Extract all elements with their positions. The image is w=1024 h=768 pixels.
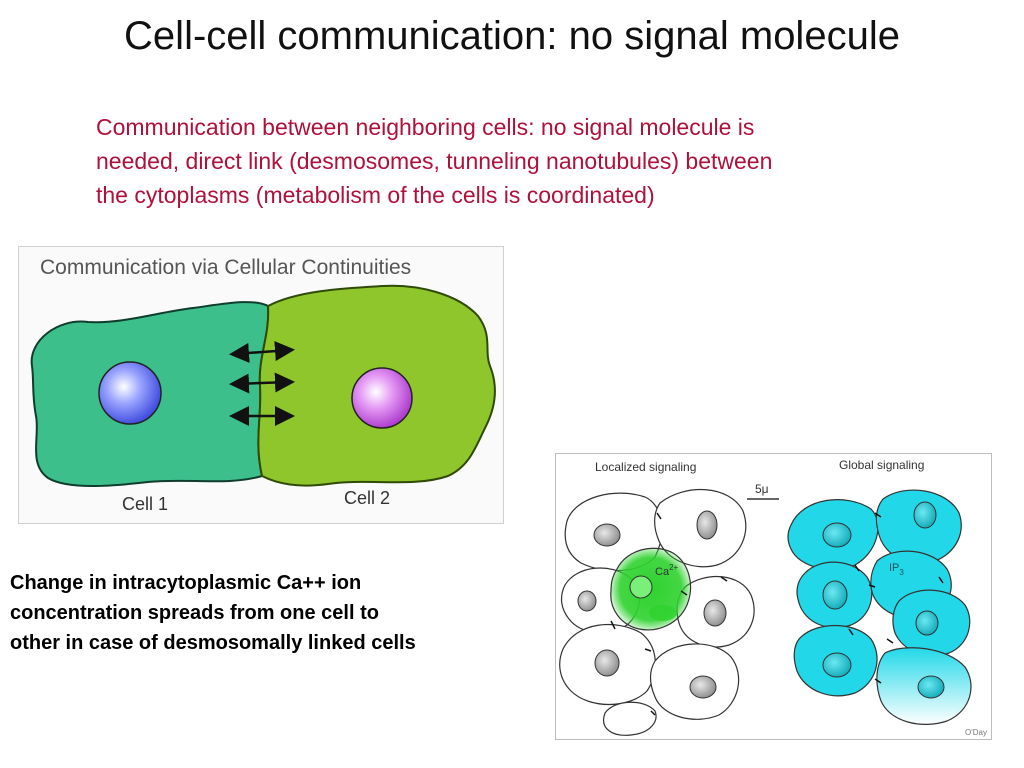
cell-nucleus — [689, 675, 717, 699]
figure-credit: O'Day — [965, 728, 987, 737]
desmosome-mark — [650, 710, 656, 716]
localized-signaling-heading: Localized signaling — [595, 460, 696, 474]
left-nuclei — [577, 510, 727, 699]
cell-nucleus — [594, 649, 620, 677]
calcium-label-superscript: 2+ — [669, 563, 678, 572]
ip3-label-text: IP — [889, 562, 899, 574]
junction-arrow — [229, 372, 295, 394]
scale-label: 5μ — [755, 482, 769, 496]
cell-nucleus — [822, 652, 852, 678]
desmosome-mark — [854, 564, 860, 572]
desmosome-mark — [874, 512, 882, 518]
calcium-label-text: Ca — [655, 566, 670, 578]
intro-paragraph: Communication between neighboring cells:… — [96, 110, 946, 212]
right-nuclei — [822, 501, 945, 699]
left-desmosomes — [610, 512, 728, 716]
desmosome-mark — [680, 590, 688, 596]
calcium-signaling-figure: Localized signaling Global signaling 5μ … — [555, 453, 992, 740]
cellular-continuities-figure: Communication via Cellular Continuities … — [18, 246, 504, 524]
desmosome-mark — [644, 648, 652, 652]
cellular-continuities-diagram: Communication via Cellular Continuities … — [18, 246, 504, 524]
figure-caption: Change in intracytoplasmic Ca++ ion conc… — [10, 568, 550, 658]
cell-1-nucleus — [98, 361, 162, 425]
desmosome-mark — [656, 512, 662, 520]
calcium-label: Ca2+ — [655, 563, 679, 578]
global-signaling-heading: Global signaling — [839, 458, 924, 472]
desmosome-mark — [938, 576, 944, 584]
cell-outline — [603, 701, 657, 736]
calcium-spread — [649, 605, 677, 621]
ip3-label: IP3 — [889, 562, 904, 577]
excited-nucleus — [629, 575, 653, 599]
ip3-label-subscript: 3 — [899, 568, 904, 577]
cell-nucleus — [915, 610, 939, 636]
caption-line: Change in intracytoplasmic Ca++ ion — [10, 572, 362, 594]
cell-nucleus — [593, 523, 621, 547]
cell-nucleus — [703, 599, 727, 627]
cell-1-label: Cell 1 — [122, 494, 168, 514]
junction-arrows — [229, 341, 295, 426]
cell-nucleus — [696, 510, 718, 540]
cell-nucleus — [822, 580, 848, 610]
cell-2-label: Cell 2 — [344, 488, 390, 508]
cell-2-nucleus — [351, 367, 413, 429]
right-desmosomes — [848, 512, 944, 684]
cell-nucleus — [913, 501, 937, 529]
junction-arrow — [229, 341, 295, 363]
desmosome-mark — [610, 620, 616, 630]
slide-title: Cell-cell communication: no signal molec… — [124, 14, 900, 58]
intro-line: needed, direct link (desmosomes, tunneli… — [96, 148, 773, 174]
desmosome-mark — [868, 584, 876, 588]
cell-nucleus — [577, 590, 597, 612]
figure-heading: Communication via Cellular Continuities — [40, 256, 411, 279]
desmosome-mark — [874, 678, 882, 684]
caption-line: concentration spreads from one cell to — [10, 602, 379, 624]
desmosome-mark — [720, 576, 728, 582]
intro-line: the cytoplasms (metabolism of the cells … — [96, 182, 655, 208]
desmosome-mark — [848, 628, 854, 636]
caption-line: other in case of desmosomally linked cel… — [10, 632, 416, 654]
desmosome-mark — [886, 638, 894, 644]
cell-nucleus — [822, 522, 852, 548]
intro-line: Communication between neighboring cells:… — [96, 114, 755, 140]
calcium-signaling-diagram: Localized signaling Global signaling 5μ … — [555, 453, 992, 740]
cell-nucleus — [917, 675, 945, 699]
global-cell-cluster — [787, 489, 972, 725]
